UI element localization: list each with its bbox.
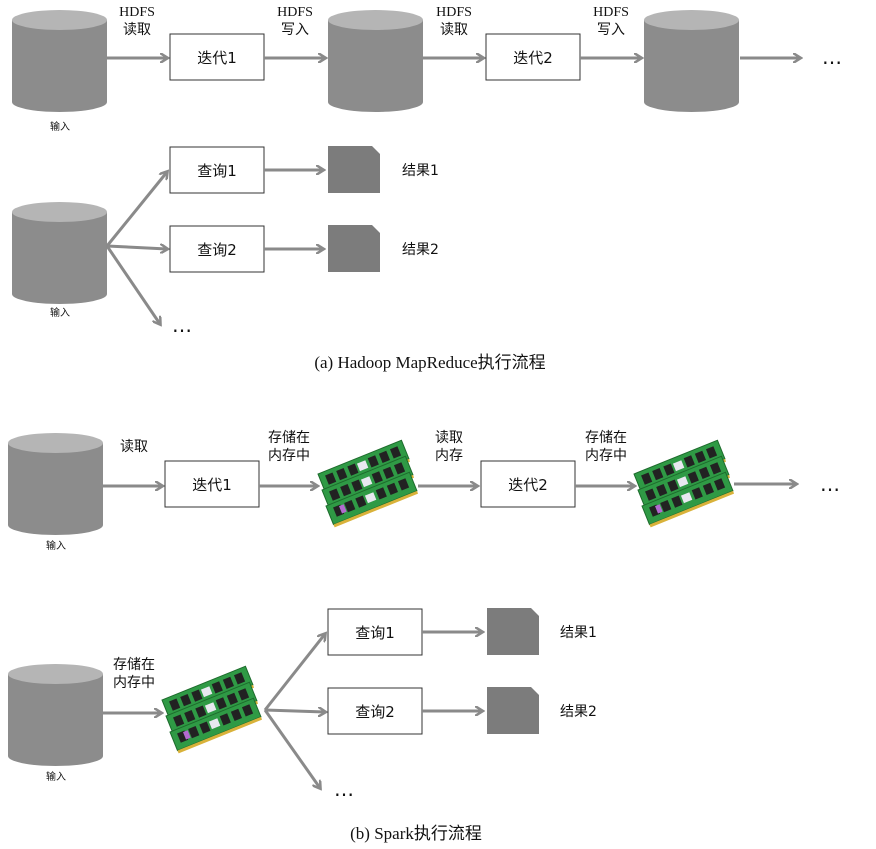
arrow xyxy=(264,710,325,712)
query-1-box xyxy=(327,608,423,656)
result-2-document-icon xyxy=(328,225,380,272)
input-label: 输入 xyxy=(50,306,70,319)
input-label: 输入 xyxy=(50,120,70,133)
result-2-label: 结果2 xyxy=(560,704,597,720)
result-1-label: 结果1 xyxy=(560,625,597,641)
hdfs-label: HDFS xyxy=(436,5,472,20)
write-label: 写入 xyxy=(281,22,309,38)
store-label-line2: 内存中 xyxy=(268,448,310,464)
input-database-icon xyxy=(12,202,107,304)
iteration-1-label: 迭代1 xyxy=(192,476,232,494)
query-2-label: 查询2 xyxy=(197,241,237,259)
ellipsis: … xyxy=(172,313,192,337)
result-2-document-icon xyxy=(487,687,539,734)
input-label: 输入 xyxy=(46,539,66,552)
hdfs-label: HDFS xyxy=(119,5,155,20)
caption-b: (b) Spark执行流程 xyxy=(350,824,482,843)
caption-a: (a) Hadoop MapReduce执行流程 xyxy=(314,353,545,372)
read-label: 读取 xyxy=(120,438,148,455)
result-2-label: 结果2 xyxy=(402,242,439,258)
iteration-1-box xyxy=(164,460,260,508)
read-label: 读取 xyxy=(440,21,468,38)
ellipsis: … xyxy=(820,472,840,496)
read-label: 读取 xyxy=(123,21,151,38)
iteration-2-box xyxy=(480,460,576,508)
arrow xyxy=(105,172,167,247)
write-label: 写入 xyxy=(597,22,625,38)
hdfs-label: HDFS xyxy=(593,5,629,20)
query-1-label: 查询1 xyxy=(197,162,237,180)
input-database-icon xyxy=(8,664,103,766)
hdfs-database-icon xyxy=(644,10,739,112)
store-label-line1: 存储在 xyxy=(268,430,310,446)
part-b: 输入 读取 迭代1 存储在 内存中 读取 内存 迭代2 存储在 内存中 … 输入… xyxy=(8,429,840,843)
iteration-1-label: 迭代1 xyxy=(197,49,237,67)
read-memory-label-line1: 读取 xyxy=(435,429,463,446)
store-label-line2: 内存中 xyxy=(585,448,627,464)
store-label-line2: 内存中 xyxy=(113,675,155,691)
arrow xyxy=(106,246,167,249)
query-1-label: 查询1 xyxy=(355,624,395,642)
result-1-label: 结果1 xyxy=(402,163,439,179)
query-2-label: 查询2 xyxy=(355,703,395,721)
query-1-box xyxy=(169,146,265,194)
store-label-line1: 存储在 xyxy=(113,657,155,673)
iteration-2-label: 迭代2 xyxy=(508,476,548,494)
hdfs-database-icon xyxy=(328,10,423,112)
memory-module-icon xyxy=(317,439,419,528)
result-1-document-icon xyxy=(328,146,380,193)
query-2-box xyxy=(169,225,265,273)
arrow xyxy=(105,245,160,324)
arrow xyxy=(263,709,320,788)
iteration-2-label: 迭代2 xyxy=(513,49,553,67)
memory-module-icon xyxy=(161,665,263,754)
store-label-line1: 存储在 xyxy=(585,430,627,446)
ellipsis: … xyxy=(334,777,354,801)
part-a: 输入 HDFS 读取 迭代1 HDFS 写入 HDFS 读取 迭代2 HDFS … xyxy=(12,5,842,372)
input-database-icon xyxy=(8,433,103,535)
memory-module-icon xyxy=(633,439,735,528)
ellipsis: … xyxy=(822,45,842,69)
arrow xyxy=(263,634,325,711)
read-memory-label-line2: 内存 xyxy=(435,448,463,464)
result-1-document-icon xyxy=(487,608,539,655)
hdfs-label: HDFS xyxy=(277,5,313,20)
iteration-2-box xyxy=(485,33,581,81)
input-label: 输入 xyxy=(46,770,66,783)
input-database-icon xyxy=(12,10,107,112)
